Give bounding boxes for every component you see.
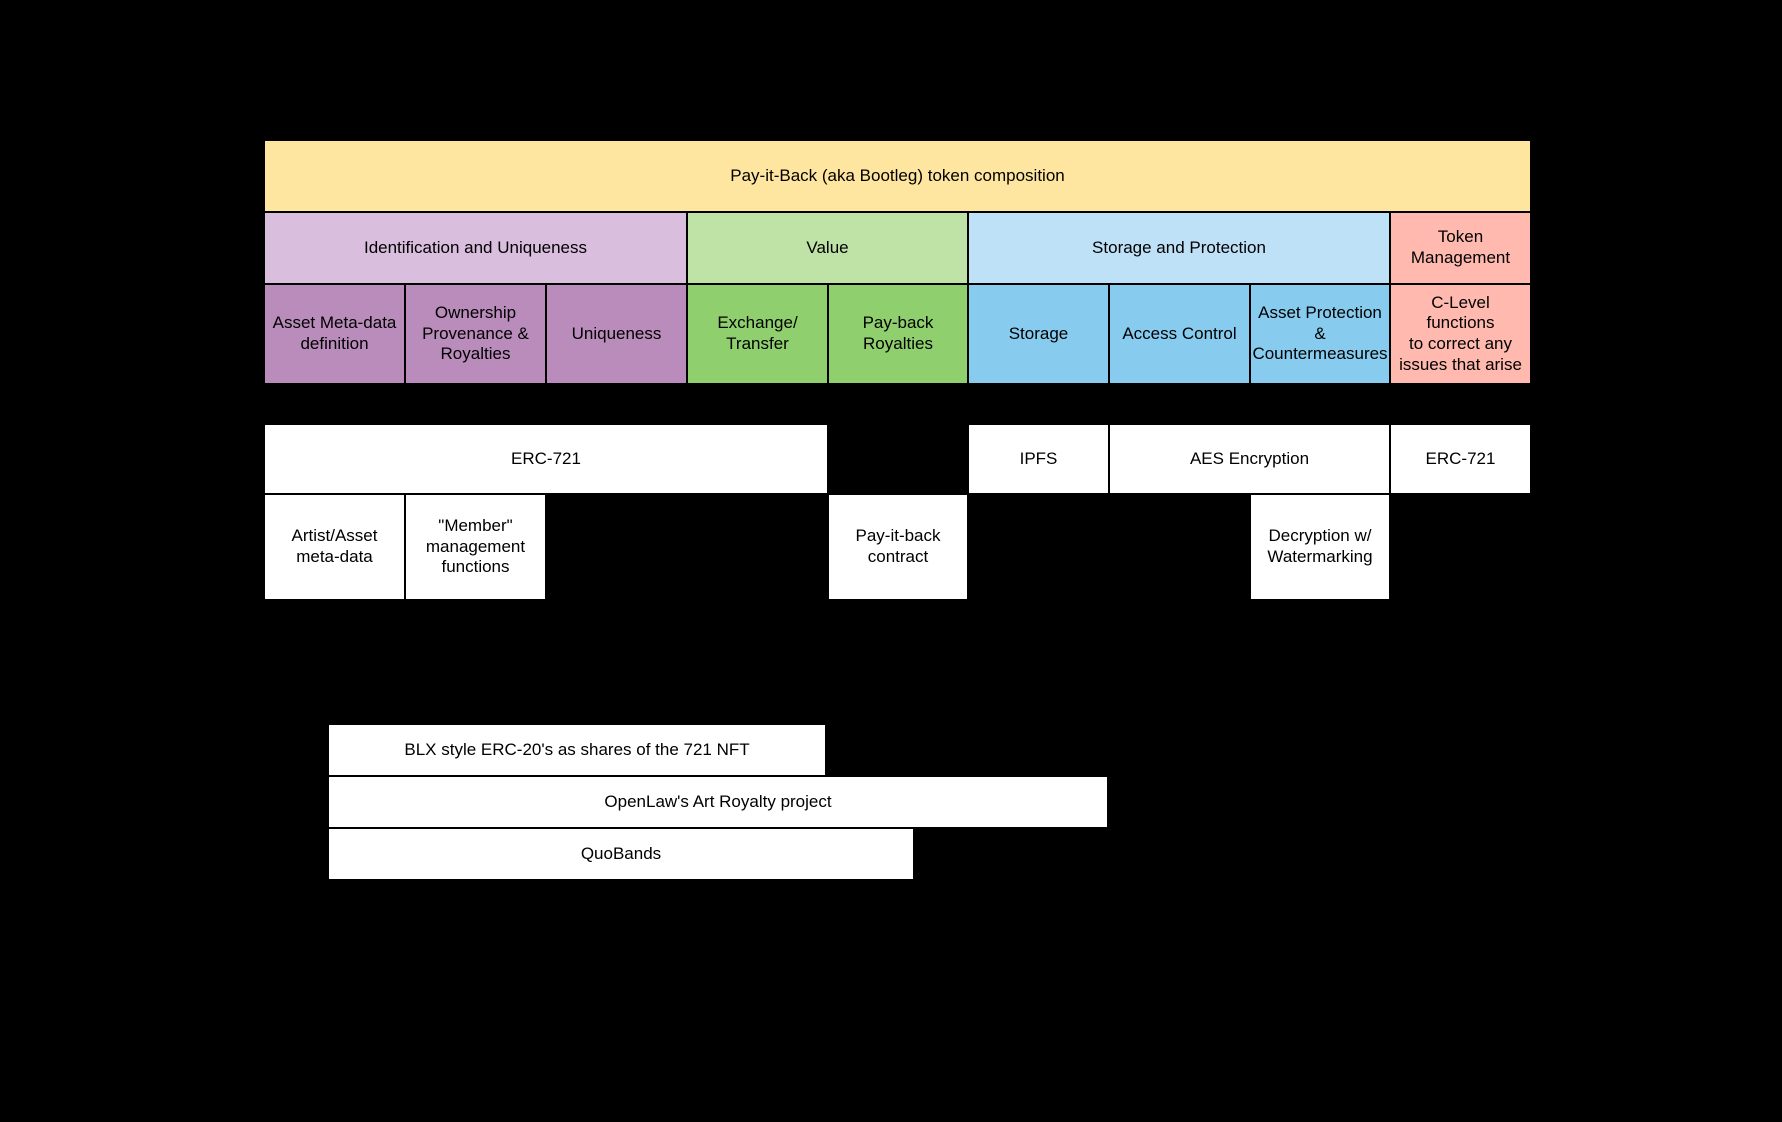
implementation-aes-encryption: AES Encryption bbox=[1109, 424, 1390, 494]
implementation-erc-721-token-management: ERC-721 bbox=[1390, 424, 1531, 494]
component-asset-protection-countermeasures: Asset Protection & Countermeasures bbox=[1250, 284, 1390, 384]
reference-openlaw-art-royalty-project: OpenLaw's Art Royalty project bbox=[328, 776, 1108, 828]
reference-blx-style-erc-20s: BLX style ERC-20's as shares of the 721 … bbox=[328, 724, 826, 776]
component-asset-metadata-definition: Asset Meta-data definition bbox=[264, 284, 405, 384]
title-bar: Pay-it-Back (aka Bootleg) token composit… bbox=[264, 140, 1531, 212]
group-identification-and-uniqueness: Identification and Uniqueness bbox=[264, 212, 687, 284]
group-value: Value bbox=[687, 212, 968, 284]
component-storage: Storage bbox=[968, 284, 1109, 384]
implementation-ipfs: IPFS bbox=[968, 424, 1109, 494]
implementation-decryption-watermarking: Decryption w/ Watermarking bbox=[1250, 494, 1390, 600]
implementation-artist-asset-metadata: Artist/Asset meta-data bbox=[264, 494, 405, 600]
group-storage-and-protection: Storage and Protection bbox=[968, 212, 1390, 284]
component-pay-back-royalties: Pay-back Royalties bbox=[828, 284, 968, 384]
implementation-erc-721-identification: ERC-721 bbox=[264, 424, 828, 494]
component-exchange-transfer: Exchange/ Transfer bbox=[687, 284, 828, 384]
group-token-management: Token Management bbox=[1390, 212, 1531, 284]
implementation-pay-it-back-contract: Pay-it-back contract bbox=[828, 494, 968, 600]
component-ownership-provenance-royalties: Ownership Provenance & Royalties bbox=[405, 284, 546, 384]
reference-quobands: QuoBands bbox=[328, 828, 914, 880]
component-uniqueness: Uniqueness bbox=[546, 284, 687, 384]
component-c-level-functions: C-Level functions to correct any issues … bbox=[1390, 284, 1531, 384]
component-access-control: Access Control bbox=[1109, 284, 1250, 384]
implementation-member-management-functions: "Member" management functions bbox=[405, 494, 546, 600]
